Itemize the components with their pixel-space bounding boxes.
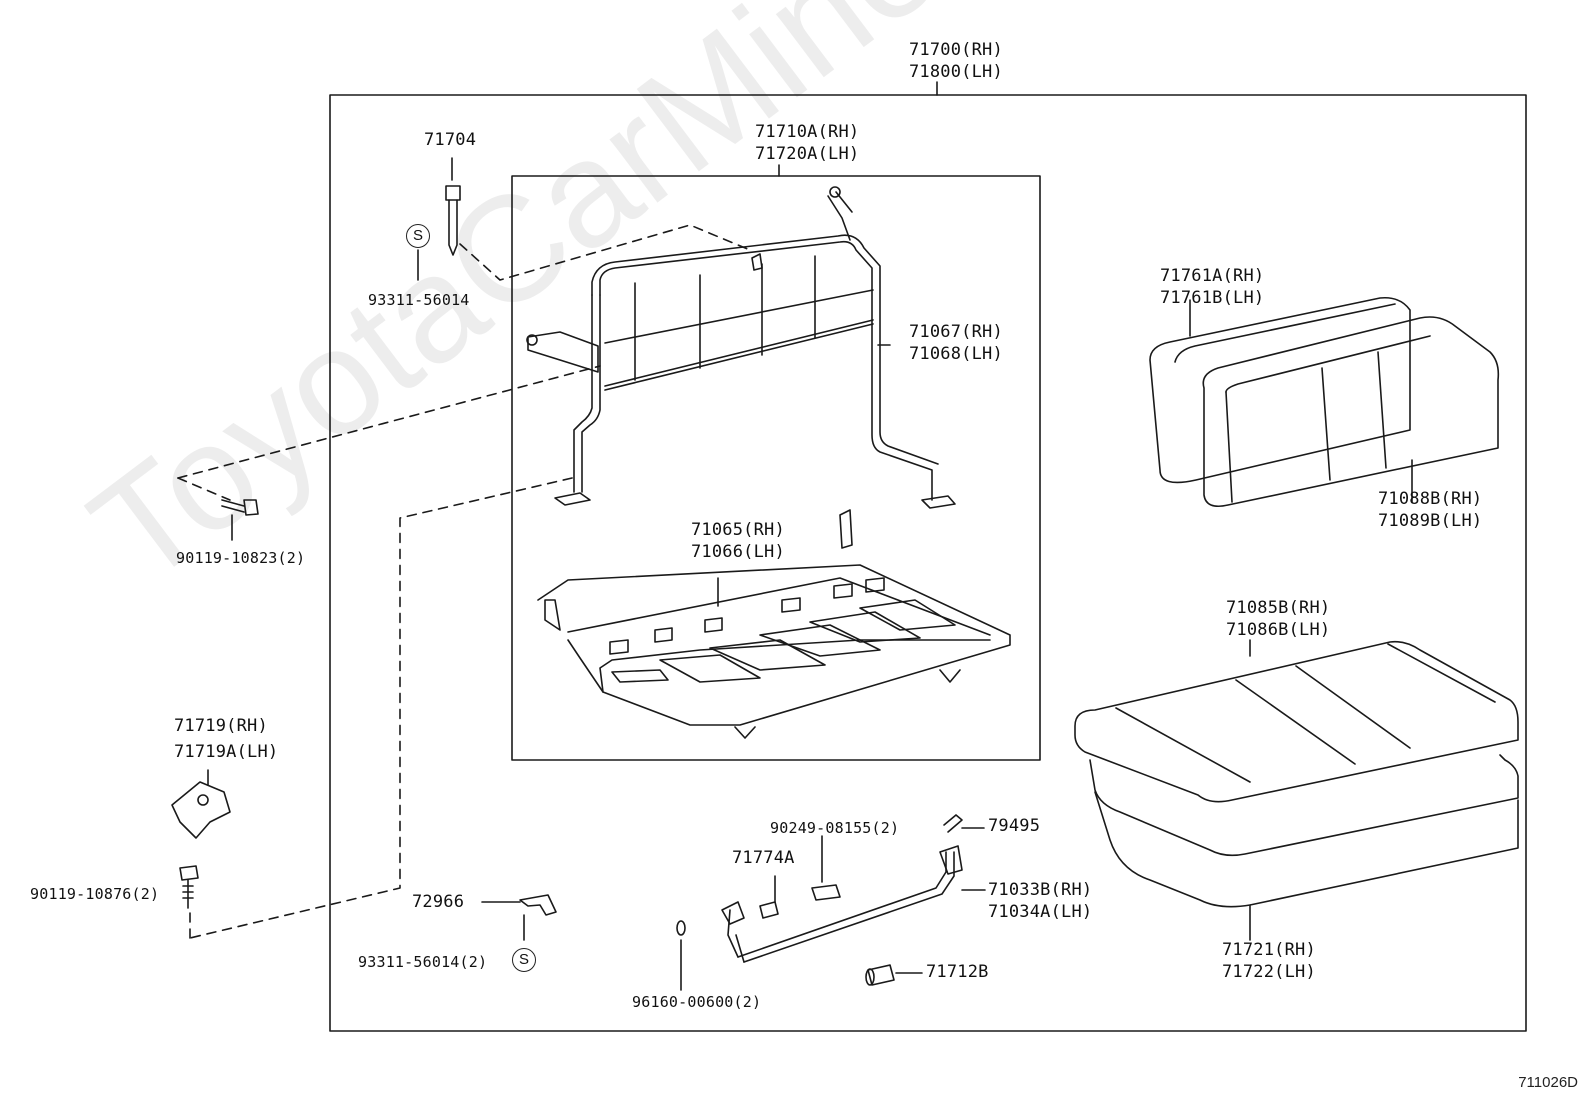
assembly-frame-box [329,94,1527,1032]
label-90119-10823: 90119-10823(2) [176,549,306,567]
label-71033b: 71033B(RH) [988,880,1093,900]
label-93311-56014: 93311-56014 [368,291,470,309]
label-71066: 71066(LH) [691,542,785,562]
label-90119-10876: 90119-10876(2) [30,885,160,903]
label-79495: 79495 [988,816,1041,836]
rod-71033b-drawing [721,845,963,963]
label-71088b: 71088B(RH) [1378,489,1483,509]
label-71034a: 71034A(LH) [988,902,1093,922]
bracket-72966-drawing [519,894,557,916]
label-93311-56014-2: 93311-56014(2) [358,953,488,971]
label-71721: 71721(RH) [1222,940,1316,960]
label-71712b: 71712B [926,962,989,982]
collar-71712b-drawing [867,964,895,986]
seat-cushion-drawing [1074,640,1519,908]
label-71085b: 71085B(RH) [1226,598,1331,618]
label-71086b: 71086B(LH) [1226,620,1331,640]
label-90249-08155: 90249-08155(2) [770,819,900,837]
pin-71774a-drawing [759,901,779,919]
seat-frame-drawing [537,509,1011,739]
symbol-s-2: S [512,948,536,972]
label-71065: 71065(RH) [691,520,785,540]
frame-sub-box [511,175,1041,761]
label-71761b: 71761B(LH) [1160,288,1265,308]
seatback-cushion-drawing [1149,296,1500,508]
phantom-lines [177,224,751,939]
seatback-frame-drawing [526,186,956,509]
label-71761a: 71761A(RH) [1160,266,1265,286]
nut-96160-drawing [676,920,686,936]
diagram-code: 711026D [1518,1074,1578,1091]
label-96160-00600: 96160-00600(2) [632,993,762,1011]
label-71089b: 71089B(LH) [1378,511,1483,531]
label-assy-rh: 71700(RH) [909,40,1003,60]
label-71719: 71719(RH) [174,716,268,736]
symbol-s-1: S [406,224,430,248]
bolt-10823-drawing [221,499,259,541]
label-71068: 71068(LH) [909,344,1003,364]
clip-79495-drawing [943,814,963,833]
label-frame-lh: 71720A(LH) [755,144,860,164]
bolt-90249-drawing [811,884,841,901]
screw-71704-drawing [445,185,461,256]
hinge-cover-drawing [171,781,231,839]
label-72966: 72966 [412,892,465,912]
label-frame-rh: 71710A(RH) [755,122,860,142]
label-71704: 71704 [424,130,477,150]
label-71774a: 71774A [732,848,795,868]
label-71719a: 71719A(LH) [174,742,279,762]
bolt-10876-drawing [179,865,199,909]
label-71722: 71722(LH) [1222,962,1316,982]
label-assy-lh: 71800(LH) [909,62,1003,82]
label-71067: 71067(RH) [909,322,1003,342]
